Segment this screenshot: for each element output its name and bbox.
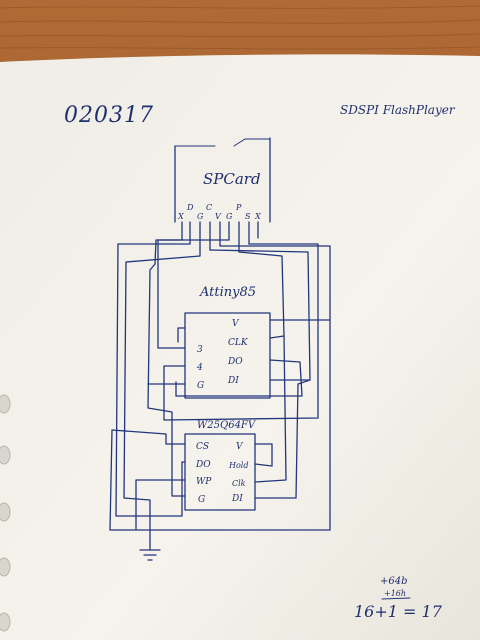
flash-chip-body — [184, 433, 256, 511]
project-label: SDSPI FlashPlayer — [340, 103, 456, 117]
flash-left-pin: CS — [196, 442, 209, 452]
spiral-holes — [0, 394, 11, 632]
calc-line-3: 16+1 = 17 — [354, 602, 443, 621]
attiny85-left-pin: 3 — [197, 345, 203, 355]
mcu-stub — [177, 327, 186, 343]
flash-chip-label: W25Q64FV — [197, 420, 257, 431]
sd-pin-stub — [181, 221, 259, 257]
attiny85-left-pin: G — [197, 381, 204, 391]
sd-pin-label: X — [177, 212, 184, 221]
mosi-to-flash — [254, 379, 311, 499]
flash-left-pin: WP — [196, 477, 212, 487]
calc-underline — [381, 597, 411, 600]
miso-to-mcu — [175, 359, 303, 397]
sd-pin-label: S — [245, 212, 251, 221]
sd-card-notch — [174, 138, 271, 147]
attiny85-right-pin: CLK — [228, 338, 249, 348]
sd-card-outline — [174, 137, 271, 223]
sd-pin-label: G — [197, 212, 204, 221]
mosi-wire — [209, 249, 311, 381]
notebook-page — [0, 54, 480, 640]
attiny85-left-pin: 4 — [196, 363, 203, 373]
clk-wire — [238, 251, 285, 339]
attiny85-label: Attiny85 — [199, 285, 256, 300]
attiny85-right-pin: DI — [227, 376, 239, 386]
flash-wp-wire — [135, 479, 186, 531]
flash-left-pin: DO — [195, 460, 211, 470]
flash-chip: W25Q64FV CS DO WP G V Hold Clk DI — [184, 420, 257, 511]
attiny85-right-pin: DO — [227, 357, 243, 367]
calculation-note: +64b +16h 16+1 = 17 — [354, 576, 443, 621]
sd-pin-label: P — [235, 203, 242, 212]
ground-symbol — [139, 549, 161, 561]
sd-card-pin-labels: X D G C V G P S X — [177, 203, 261, 221]
flash-right-pin: Hold — [228, 461, 248, 470]
calc-line-1: +64b — [380, 576, 408, 587]
flash-right-pin: DI — [231, 494, 243, 504]
date-label: 020317 — [64, 103, 154, 128]
miso-wire — [115, 243, 191, 517]
attiny85: Attiny85 3 4 G V CLK DO DI — [184, 285, 271, 399]
wiring — [109, 221, 331, 561]
vcc-bus — [109, 245, 331, 531]
clk-to-flash — [254, 335, 287, 483]
mcu-pin3-wire — [157, 239, 186, 349]
sd-pin-label: C — [206, 203, 212, 212]
flash-hold-wire — [254, 443, 273, 467]
sd-pin-label: D — [186, 203, 194, 212]
calc-line-2: +16h — [384, 589, 406, 598]
flash-right-pin: Clk — [232, 479, 246, 488]
ground-bus — [123, 255, 201, 551]
sd-card-label: SPCard — [203, 170, 261, 188]
flash-right-pin: V — [236, 442, 244, 452]
wood-grain — [0, 5, 480, 50]
sd-pin-label: G — [226, 212, 233, 221]
cs-wire — [163, 243, 319, 421]
attiny85-body — [184, 312, 271, 399]
sd-pin-label: X — [254, 212, 261, 221]
sd-pin-label: V — [215, 212, 222, 221]
flash-left-pin: G — [198, 495, 205, 505]
sd-card: SPCard X D G C V G P S X — [174, 137, 271, 223]
attiny85-right-pin: V — [232, 319, 240, 329]
